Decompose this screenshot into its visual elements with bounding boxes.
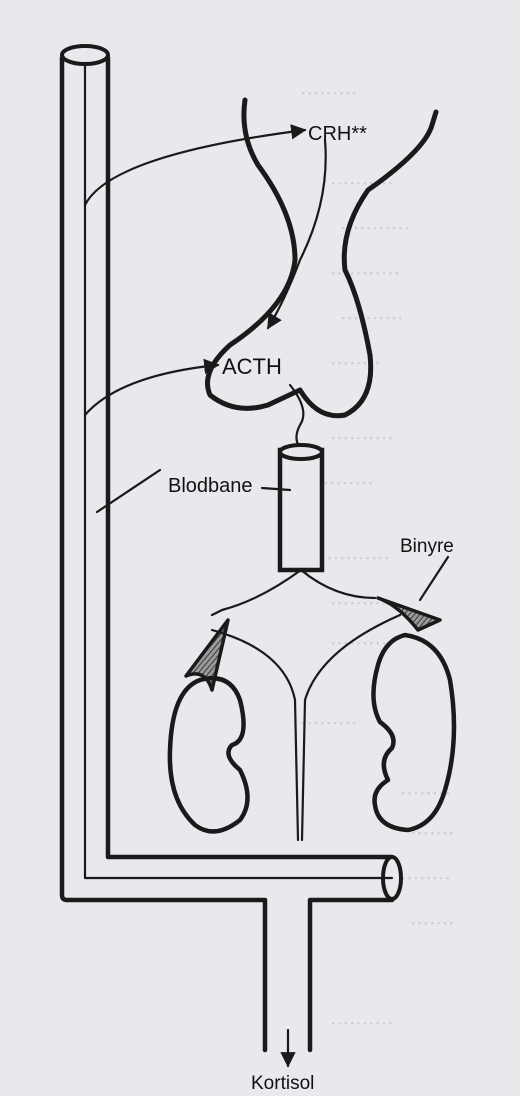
svg-text:········: ········ <box>330 351 381 375</box>
crh-label: CRH** <box>308 123 367 145</box>
blood-vessel-top-opening <box>62 46 108 64</box>
acth-label: ACTH <box>222 354 282 379</box>
binyre-label: Binyre <box>400 536 454 557</box>
svg-text:··········: ·········· <box>340 306 404 330</box>
svg-text:···········: ··········· <box>320 546 390 570</box>
svg-text:··········: ·········· <box>330 171 394 195</box>
svg-text:·······: ······· <box>410 821 455 845</box>
svg-text:··········: ·········· <box>330 591 394 615</box>
blodbane-label: Blodbane <box>168 475 253 497</box>
svg-text:·········: ········· <box>300 711 357 735</box>
svg-text:········: ········ <box>400 866 451 890</box>
kortisol-label: Kortisol <box>251 1073 314 1094</box>
svg-text:·······: ······· <box>410 911 455 935</box>
capillary-tube <box>280 445 322 570</box>
svg-text:···········: ··········· <box>330 261 400 285</box>
svg-text:·········: ········· <box>300 81 357 105</box>
svg-text:··········: ·········· <box>330 1011 394 1035</box>
svg-text:··········: ·········· <box>330 426 394 450</box>
